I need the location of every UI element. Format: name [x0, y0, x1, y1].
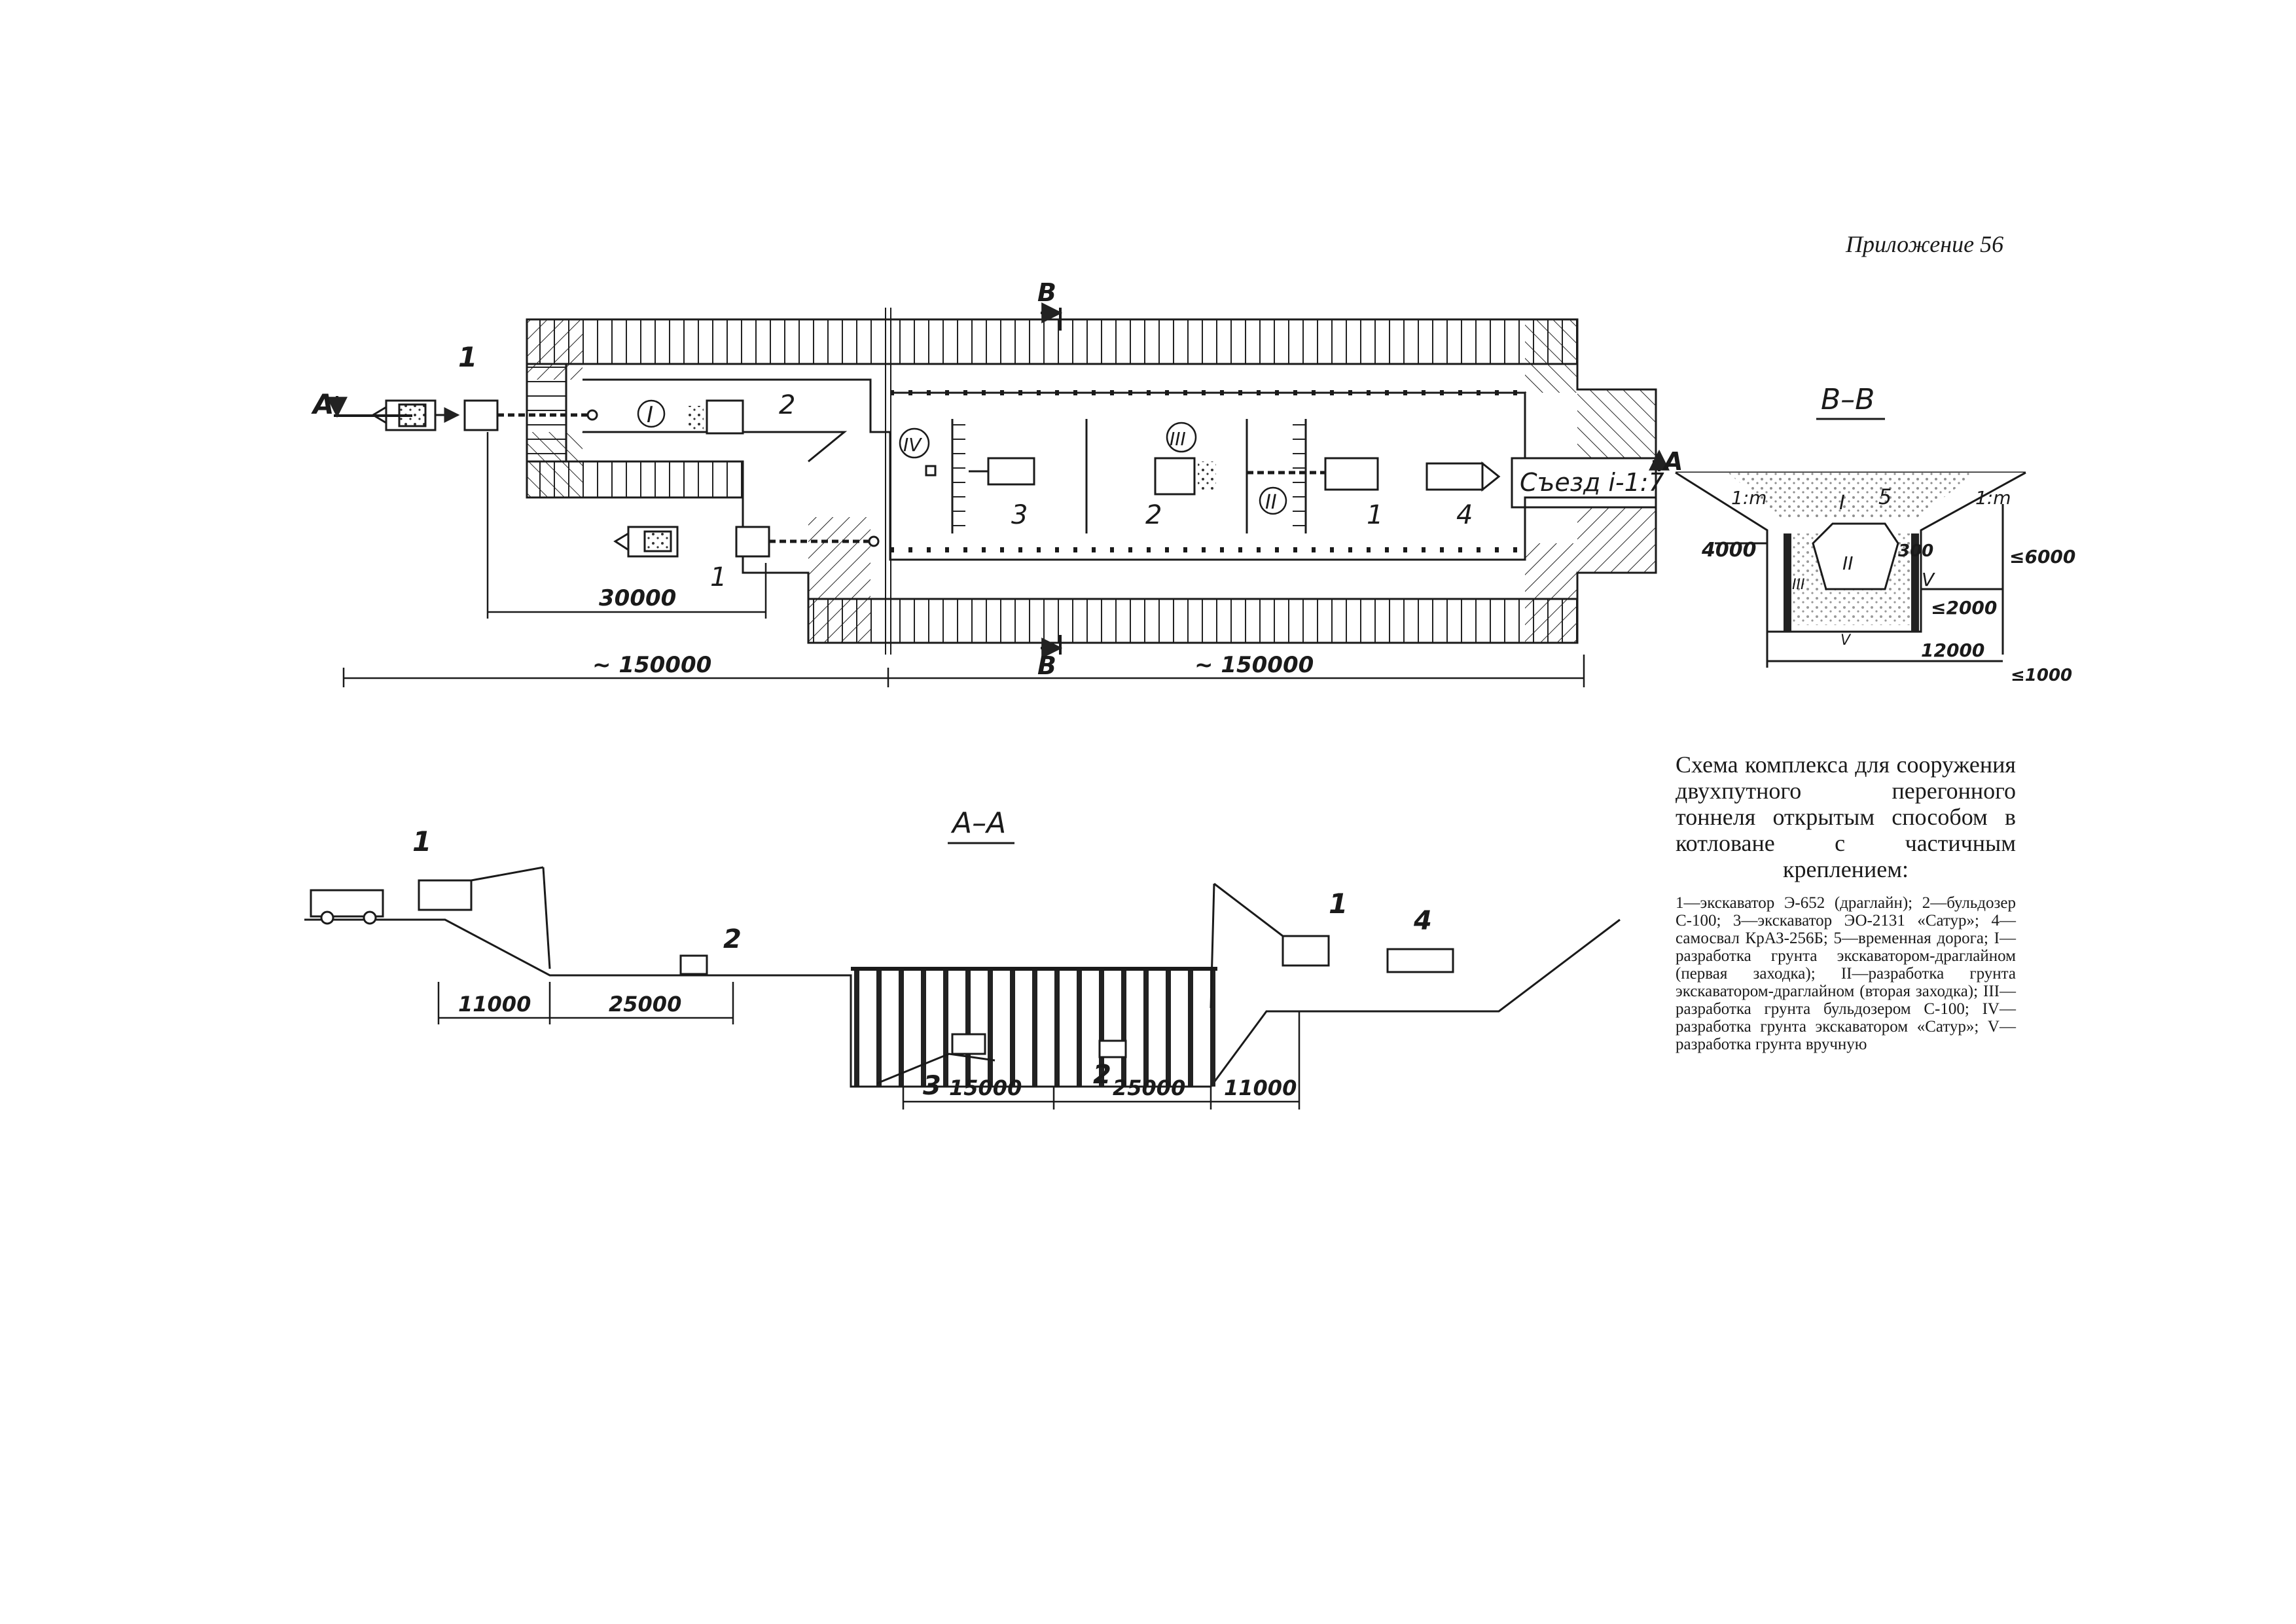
- dragline-icon: [1282, 935, 1330, 967]
- bulldozer-icon: [1154, 457, 1196, 496]
- bb-dim-4000: 4000: [1701, 539, 1757, 562]
- aa-label-3: 3: [923, 1071, 941, 1101]
- truck-icon: [1386, 948, 1454, 973]
- slope-band-top: [526, 318, 1579, 365]
- aa-label-4: 4: [1413, 906, 1432, 936]
- label-1: 1: [710, 562, 726, 592]
- caption-block: Схема комплекса для сооружения двухпутно…: [1676, 751, 2016, 1053]
- aa-dim-25000-pit: 25000: [1113, 1075, 1185, 1100]
- stage-III: III: [1170, 428, 1186, 450]
- bb-stage-III: III: [1792, 577, 1804, 593]
- section-bb-labels: B–B 1:m 1:m 4000 300 ≤6000 ≤2000 12000 ≤…: [1701, 383, 2075, 685]
- aa-dim-11000-left: 11000: [458, 992, 531, 1017]
- plan-machines: [371, 399, 1501, 558]
- section-bb-title: B–B: [1821, 383, 1874, 416]
- bb-dim-300: 300: [1898, 541, 1933, 561]
- section-aa-labels: A–A 1 2 1 4 3 2 11000 25000 15000 25000 …: [412, 806, 1432, 1101]
- label-2: 2: [779, 390, 795, 420]
- aa-dim-25000-left: 25000: [609, 992, 681, 1017]
- stage-II: II: [1265, 491, 1277, 514]
- aa-label-2-pit: 2: [1093, 1060, 1111, 1090]
- stage-IV: IV: [903, 434, 922, 456]
- ramp-label: Съезд i-1:7: [1520, 468, 1664, 497]
- aa-label-1-right: 1: [1329, 888, 1348, 920]
- sheet-piling: [851, 969, 1217, 1087]
- dim-left-total: ~ 150000: [592, 652, 711, 678]
- bulldozer-icon: [1098, 1039, 1127, 1058]
- dragline-icon: [463, 399, 499, 431]
- bb-stage-V: V: [1922, 569, 1935, 590]
- bb-stage-II: II: [1842, 552, 1854, 574]
- excavator-icon: [987, 457, 1035, 486]
- bb-dim-2000: ≤2000: [1931, 597, 1997, 619]
- bulldozer-icon: [706, 399, 744, 435]
- bb-label-5: 5: [1878, 484, 1892, 509]
- label-2: 2: [1145, 500, 1162, 530]
- cut-label-b-top: B: [1037, 278, 1056, 307]
- cut-label-b-bottom: B: [1037, 651, 1056, 680]
- plan-view: [526, 308, 1657, 655]
- dragline-icon: [418, 879, 473, 911]
- excavator-icon: [951, 1033, 986, 1055]
- bb-dim-6000: ≤6000: [2009, 546, 2075, 568]
- bb-slope-right: 1:m: [1975, 487, 2011, 509]
- bulldozer-icon: [679, 954, 708, 975]
- plan-dimensions: [342, 432, 1585, 687]
- dim-30000: 30000: [599, 585, 676, 611]
- section-bb: [1675, 471, 2026, 668]
- dim-right-total: ~ 150000: [1194, 652, 1314, 678]
- plan-cut-markers: [327, 302, 1670, 659]
- bb-dim-1000: ≤1000: [2011, 666, 2072, 685]
- dragline-icon: [1324, 457, 1379, 491]
- dragline-icon: [735, 526, 770, 558]
- label-4: 4: [1456, 500, 1473, 530]
- bb-dim-12000: 12000: [1921, 640, 1984, 661]
- appendix-label: Приложение 56: [1846, 231, 2004, 257]
- bb-slope-left: 1:m: [1731, 487, 1767, 509]
- plan-labels: A A B B 1 2 1 3 2 1 4 I IV III II Съезд …: [311, 278, 1683, 680]
- aa-dim-15000: 15000: [949, 1075, 1022, 1100]
- aa-dim-11000-right: 11000: [1224, 1075, 1297, 1100]
- aa-label-1-left: 1: [412, 825, 431, 857]
- label-1: 1: [1367, 500, 1383, 530]
- truck-icon: [1426, 462, 1484, 491]
- label-3: 3: [1011, 500, 1028, 530]
- cut-label-a-left: A: [311, 388, 334, 420]
- stage-I: I: [647, 402, 653, 428]
- label-1: 1: [458, 341, 477, 373]
- section-aa: [304, 866, 1621, 1110]
- cut-label-a-right: A: [1662, 447, 1683, 476]
- aa-label-2: 2: [723, 924, 742, 954]
- ramp: [1511, 457, 1657, 509]
- bb-stage-V-bottom: V: [1840, 632, 1852, 649]
- caption-title: Схема комплекса для сооружения двухпутно…: [1676, 751, 2016, 882]
- caption-legend: 1—экскаватор Э-652 (драглайн); 2—бульдоз…: [1676, 894, 2016, 1053]
- section-aa-title: A–A: [950, 806, 1006, 840]
- bb-stage-I: I: [1839, 492, 1845, 514]
